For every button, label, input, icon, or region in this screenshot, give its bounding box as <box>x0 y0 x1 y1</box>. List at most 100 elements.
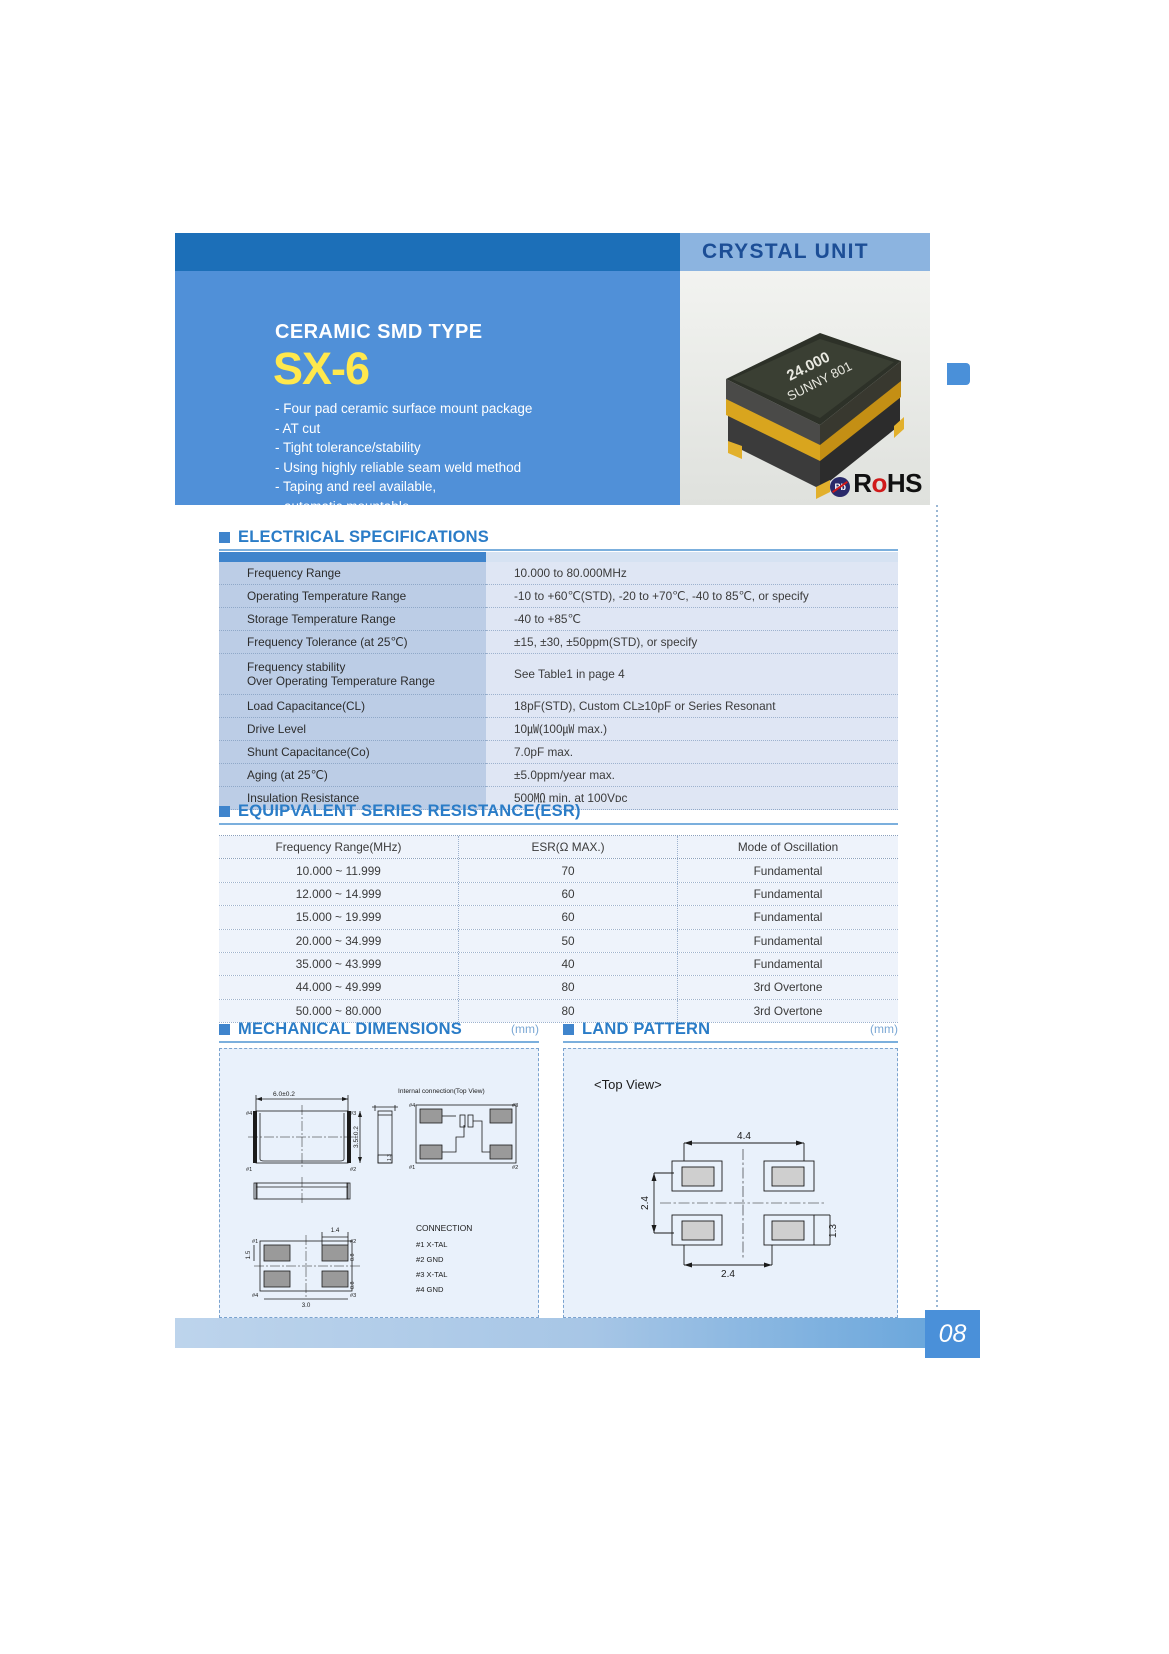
table-row: Operating Temperature Range -10 to +60℃(… <box>219 585 898 608</box>
column-header: ESR(Ω MAX.) <box>459 836 678 859</box>
section-header-electrical: ELECTRICAL SPECIFICATIONS <box>219 528 898 547</box>
column-header: Mode of Oscillation <box>678 836 898 859</box>
spec-value: -10 to +60℃(STD), -20 to +70℃, -40 to 85… <box>486 585 898 608</box>
banner-body: CERAMIC SMD TYPE SX-6 - Four pad ceramic… <box>175 271 680 533</box>
table-row: Shunt Capacitance(Co) 7.0pF max. <box>219 741 898 764</box>
feature-item: - Taping and reel available, <box>275 479 437 494</box>
cell-esr: 80 <box>459 976 678 999</box>
pb-free-icon: Pb <box>830 477 851 497</box>
table-row: 20.000 ~ 34.999 50 Fundamental <box>219 929 898 953</box>
banner-top-right-bar <box>680 233 930 271</box>
dim-pad-pitch-label: 2.4 <box>721 1269 735 1280</box>
pin-label: #4 <box>409 1103 415 1109</box>
table-row: 10.000 ~ 11.999 70 Fundamental <box>219 859 898 883</box>
dim-pad-width-label: 1.3 <box>828 1224 839 1238</box>
page-side-tab <box>947 363 970 385</box>
cell-mode: Fundamental <box>678 859 898 882</box>
pin-label: #4 <box>246 1111 252 1117</box>
dim-pad-b-label: 1.5 <box>245 1250 252 1259</box>
cell-esr: 60 <box>459 906 678 929</box>
spec-key: Insulation Resistance <box>219 787 486 810</box>
cell-esr: 80 <box>459 999 678 1022</box>
footer-bar <box>175 1318 930 1348</box>
spec-value: 10.000 to 80.000MHz <box>486 562 898 585</box>
spec-key: Shunt Capacitance(Co) <box>219 741 486 764</box>
land-pattern-drawing: <Top View> 4.4 <box>594 1077 839 1280</box>
pin-label: #4 <box>252 1293 258 1299</box>
unit-label: (mm) <box>870 1022 898 1036</box>
bullet-square-icon <box>563 1024 574 1035</box>
feature-item: - Four pad ceramic surface mount package <box>275 401 533 416</box>
pin-label: #2 <box>350 1239 356 1245</box>
section-rule <box>219 823 898 825</box>
mechanical-drawing: Internal connection(Top View) 6.0±0.2 <box>245 1088 518 1309</box>
cell-esr: 50 <box>459 929 678 952</box>
table-row: 44.000 ~ 49.999 80 3rd Overtone <box>219 976 898 1000</box>
bullet-square-icon <box>219 806 230 817</box>
spec-key: Aging (at 25℃) <box>219 764 486 787</box>
spec-value: 7.0pF max. <box>486 741 898 764</box>
pin-label: #1 <box>252 1239 258 1245</box>
banner-top-left-bar <box>175 233 680 271</box>
spec-value: 18pF(STD), Custom CL≥10pF or Series Reso… <box>486 695 898 718</box>
dim-pad-d-label: 0.8 <box>350 1254 356 1262</box>
spec-key: Frequency Range <box>219 562 486 585</box>
table-row: Storage Temperature Range -40 to +85℃ <box>219 608 898 631</box>
esr-table: Frequency Range(MHz) ESR(Ω MAX.) Mode of… <box>219 835 898 1023</box>
connection-item: #4 GND <box>416 1285 444 1294</box>
cell-mode: Fundamental <box>678 929 898 952</box>
spec-value: ±15, ±30, ±50ppm(STD), or specify <box>486 631 898 654</box>
table-row: Frequency Tolerance (at 25℃) ±15, ±30, ±… <box>219 631 898 654</box>
cell-frequency-range: 50.000 ~ 80.000 <box>219 999 459 1022</box>
cell-frequency-range: 15.000 ~ 19.999 <box>219 906 459 929</box>
dim-height-label: 2.4 <box>640 1196 651 1210</box>
cell-frequency-range: 20.000 ~ 34.999 <box>219 929 459 952</box>
section-header-mechanical: MECHANICAL DIMENSIONS (mm) <box>219 1020 539 1039</box>
header-banner: CRYSTAL UNIT CERAMIC SMD TYPE SX-6 - Fou… <box>175 233 930 533</box>
land-pattern-drawing-box: <Top View> 4.4 <box>563 1048 898 1318</box>
dim-pad-c-label: 3.0 <box>302 1302 311 1309</box>
table-row: Aging (at 25℃) ±5.0ppm/year max. <box>219 764 898 787</box>
spec-key: Frequency Tolerance (at 25℃) <box>219 631 486 654</box>
crystal-unit-title: CRYSTAL UNIT <box>702 240 869 263</box>
internal-connection-caption: Internal connection(Top View) <box>398 1088 485 1095</box>
right-dotted-rail <box>936 505 938 1330</box>
feature-list: - Four pad ceramic surface mount package… <box>275 399 675 536</box>
land-top-view-label: <Top View> <box>594 1077 662 1092</box>
cell-mode: 3rd Overtone <box>678 976 898 999</box>
dim-outer-width-label: 4.4 <box>737 1131 751 1142</box>
spec-value: See Table1 in page 4 <box>486 654 898 695</box>
table-row: Load Capacitance(CL) 18pF(STD), Custom C… <box>219 695 898 718</box>
feature-item: - AT cut <box>275 420 321 436</box>
mechanical-drawing-box: Internal connection(Top View) 6.0±0.2 <box>219 1048 539 1318</box>
pin-label: #1 <box>409 1165 415 1171</box>
product-model-title: SX-6 <box>273 343 370 394</box>
pin-label: #3 <box>350 1293 356 1299</box>
spec-value: 10㎼(100㎼ max.) <box>486 718 898 741</box>
cell-mode: Fundamental <box>678 906 898 929</box>
section-rule <box>563 1041 898 1043</box>
footer-company-name: SUNNY ELECTRONICS CORP <box>948 1324 1161 1340</box>
dim-pad-a-label: 1.4 <box>331 1227 340 1234</box>
bullet-square-icon <box>219 532 230 543</box>
spec-table-top-bar <box>219 552 898 562</box>
feature-item: - Tight tolerance/stability <box>275 440 421 455</box>
table-row: Frequency stability Over Operating Tempe… <box>219 654 898 695</box>
page-number-badge: 08 <box>925 1310 980 1358</box>
table-header-row: Frequency Range(MHz) ESR(Ω MAX.) Mode of… <box>219 836 898 860</box>
cell-frequency-range: 35.000 ~ 43.999 <box>219 952 459 976</box>
column-header: Frequency Range(MHz) <box>219 836 459 859</box>
dim-pad-e-label: 0.8 <box>350 1282 356 1290</box>
section-title: LAND PATTERN <box>582 1020 711 1038</box>
pin-label: #2 <box>512 1165 518 1171</box>
bullet-square-icon <box>219 1024 230 1035</box>
cell-frequency-range: 44.000 ~ 49.999 <box>219 976 459 999</box>
section-title: MECHANICAL DIMENSIONS <box>238 1020 462 1038</box>
cell-esr: 40 <box>459 952 678 976</box>
cell-mode: 3rd Overtone <box>678 999 898 1022</box>
pin-label: #3 <box>350 1111 356 1117</box>
electrical-spec-table: Frequency Range 10.000 to 80.000MHz Oper… <box>219 552 898 810</box>
section-header-land-pattern: LAND PATTERN (mm) <box>563 1020 898 1039</box>
table-row: Insulation Resistance 500㏁ min. at 100Vᴅ… <box>219 787 898 810</box>
section-title: ELECTRICAL SPECIFICATIONS <box>238 528 489 546</box>
